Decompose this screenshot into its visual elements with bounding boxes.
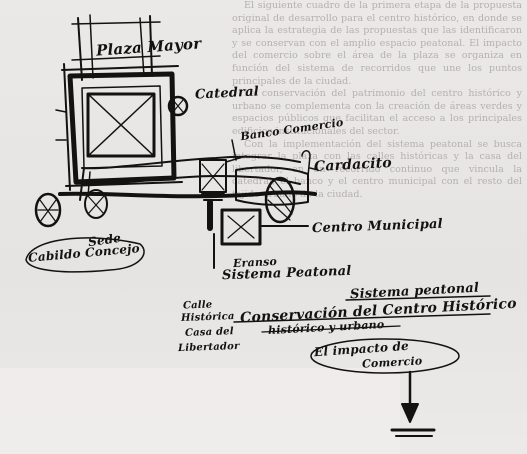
text-underlines	[233, 295, 491, 374]
label-historica: Histórica	[180, 311, 235, 324]
plaza-mayor-block	[55, 14, 183, 191]
catedral-dome	[167, 95, 189, 117]
cardacito-block	[235, 150, 319, 224]
paper-wash	[0, 368, 400, 454]
label-casa-del: Casa del	[184, 326, 234, 339]
centro-municipal-block	[213, 208, 309, 269]
label-calle: Calle	[182, 299, 213, 312]
arrow-down	[390, 370, 436, 437]
banco-block	[199, 139, 247, 231]
label-libertador: Libertador	[177, 340, 240, 355]
background-paragraph: El siguiente cuadro de la primera etapa …	[232, 0, 522, 87]
background-paragraph: La conservación del patrimonio del centr…	[232, 88, 522, 137]
sede-cabildo-blocks	[25, 189, 145, 273]
